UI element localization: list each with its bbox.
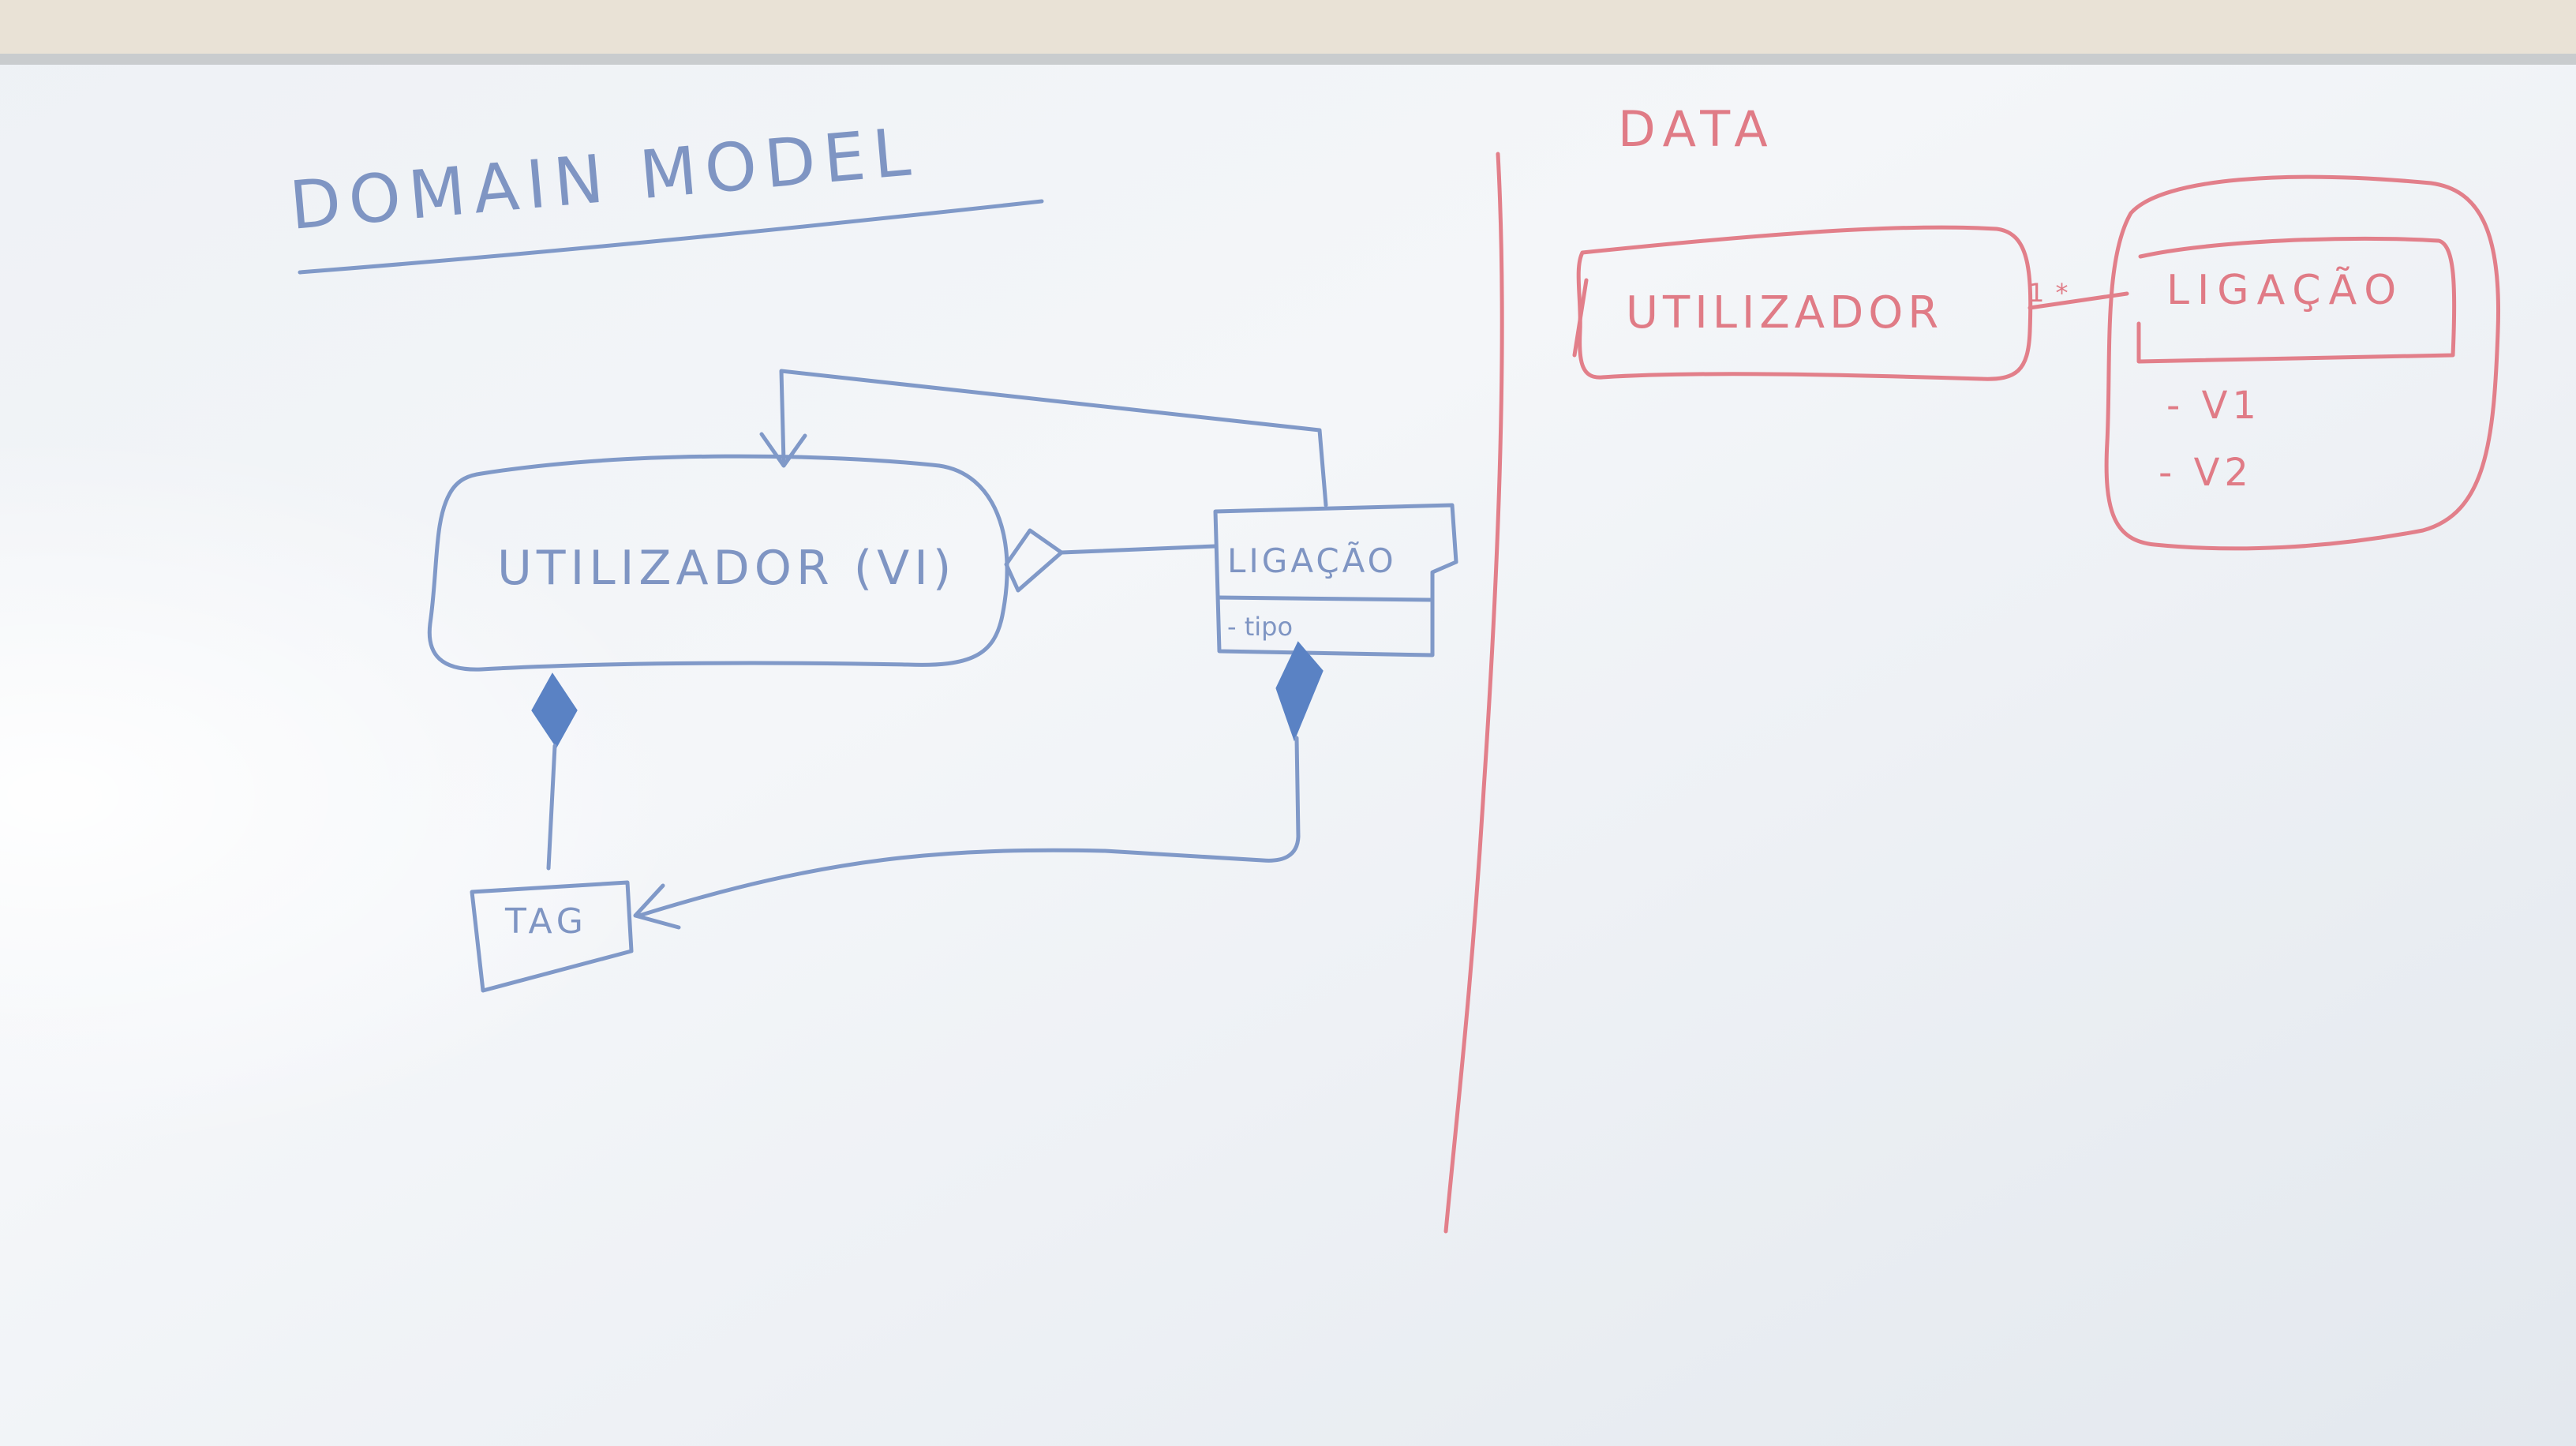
loop-connector [779, 369, 1328, 508]
data-ligacao-attr-1: - V1 [2166, 384, 2261, 428]
data-ligacao-header-box [2136, 236, 2457, 364]
composition-diamond-ligacao-icon [1275, 641, 1324, 742]
data-model-title: DATA [1618, 100, 1776, 158]
utilizador-node [427, 454, 1009, 672]
section-divider [1443, 152, 1504, 1234]
composition-connector-ligacao-tag [637, 736, 1301, 918]
data-ligacao-label: LIGAÇÃO [2166, 266, 2404, 314]
ligacao-node [1213, 503, 1458, 657]
tag-arrow-head-icon [633, 883, 681, 930]
tag-label: TAG [504, 901, 588, 942]
data-utilizador-node [1576, 225, 2033, 381]
data-model-section: DATA UTILIZADOR 1 * LIGAÇÃO - V1 - V2 [1572, 100, 2501, 551]
data-ligacao-container [2104, 174, 2501, 551]
utilizador-label: UTILIZADOR (VI) [497, 541, 956, 596]
ligacao-attribute: - tipo [1227, 612, 1293, 642]
whiteboard-top-edge [0, 54, 2576, 65]
composition-connector-tag [546, 744, 557, 871]
whiteboard-top-frame [0, 0, 2576, 57]
data-multiplicity: 1 * [2028, 278, 2070, 308]
data-ligacao-attr-2: - V2 [2159, 451, 2253, 495]
loop-arrow-head-icon [759, 432, 807, 468]
ligacao-node-divider [1217, 595, 1432, 602]
data-utilizador-left-tick [1572, 278, 1589, 358]
aggregation-connector [1059, 544, 1218, 555]
domain-model-title-underline [298, 199, 1044, 275]
ligacao-label: LIGAÇÃO [1227, 541, 1397, 580]
tag-node [470, 880, 634, 993]
data-utilizador-label: UTILIZADOR [1626, 287, 1943, 339]
